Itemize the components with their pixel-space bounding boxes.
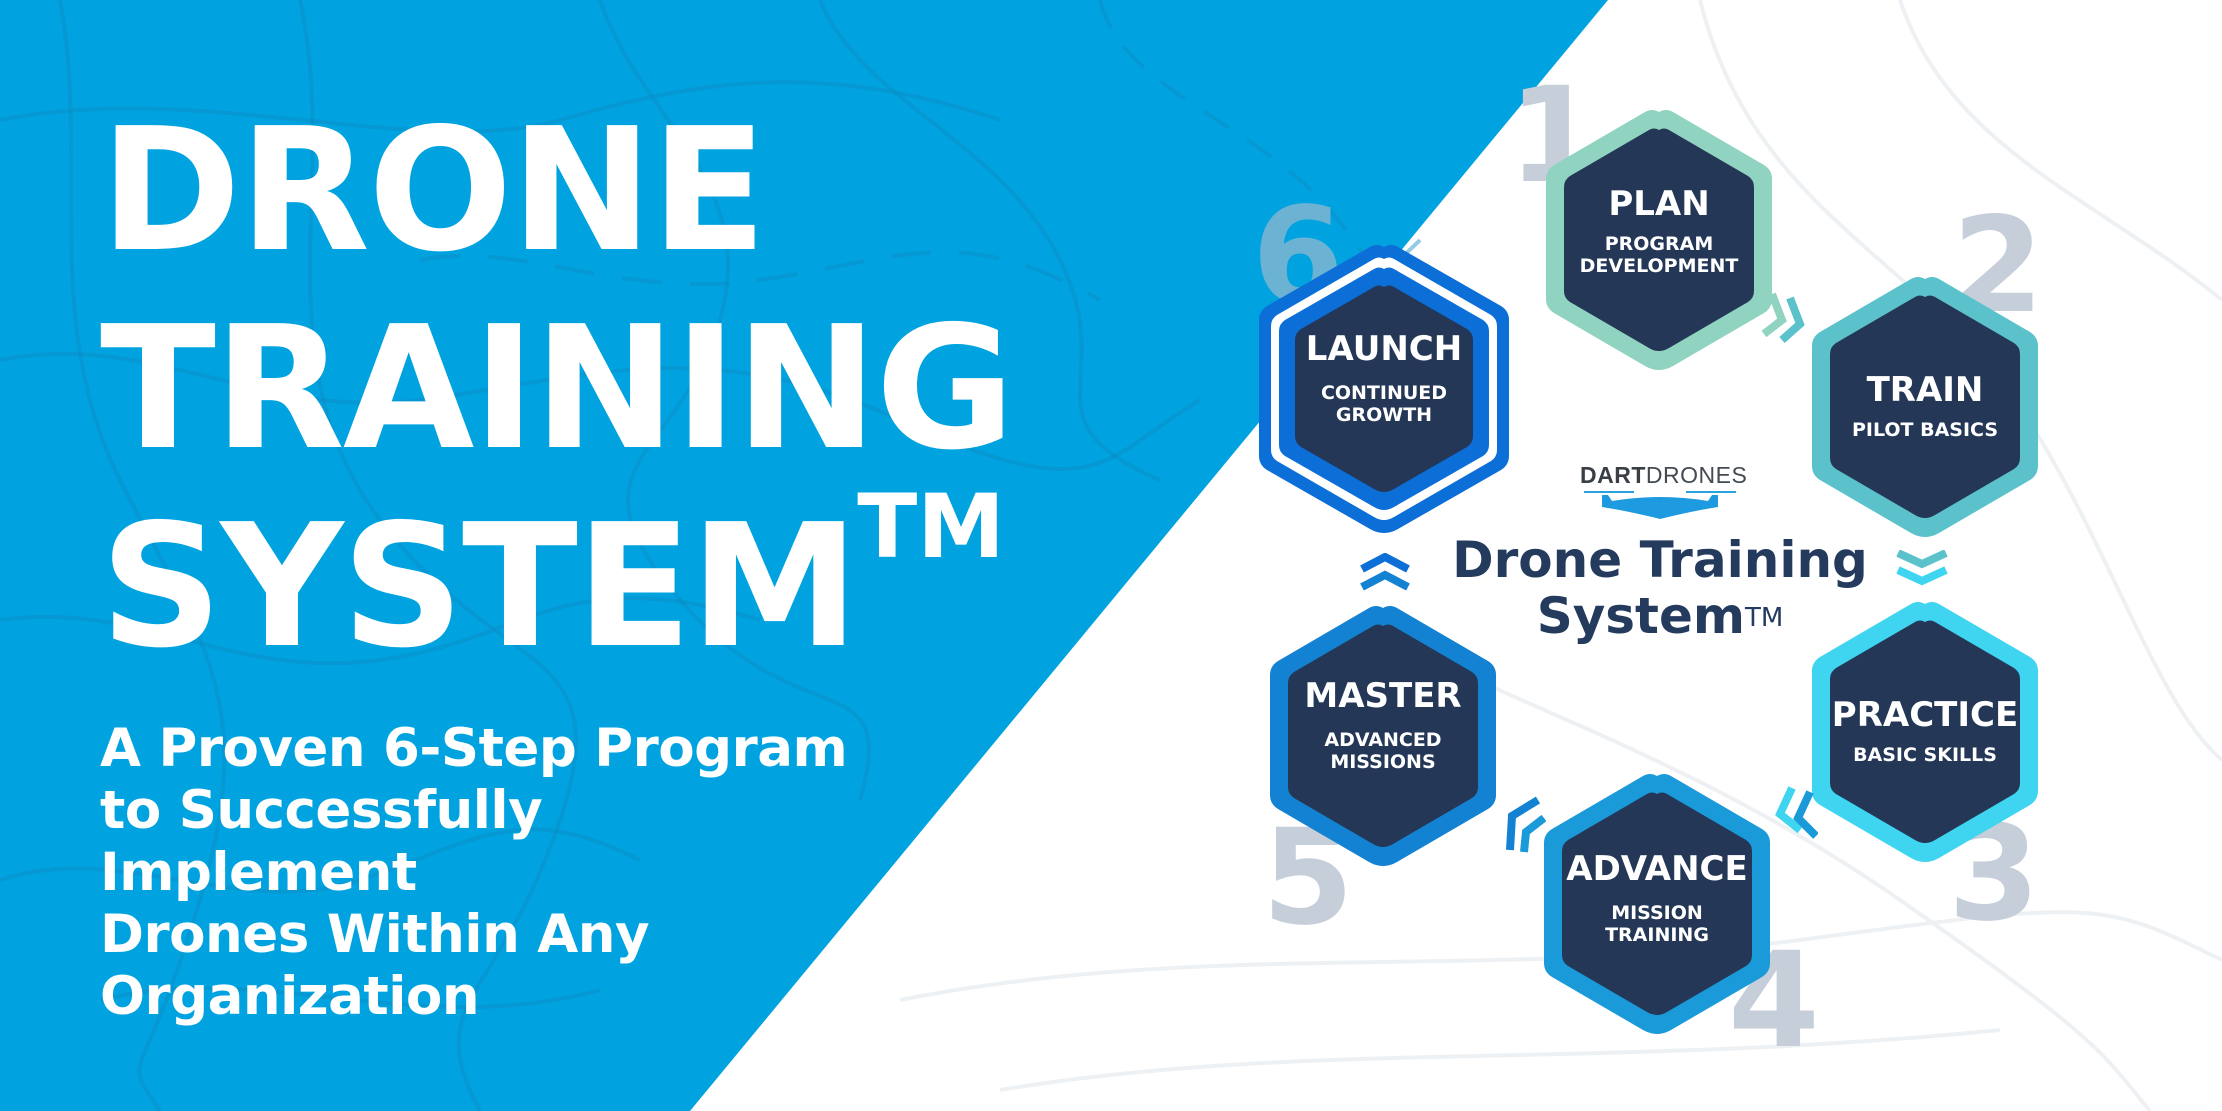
chevron-up-icon (1360, 553, 1410, 591)
headline-trademark: TM (857, 475, 1005, 578)
headline-line-3: SYSTEMTM (100, 475, 1013, 686)
step-title: ADVANCE (1566, 849, 1748, 889)
logo-wordmark: DARTDRONES (1580, 462, 1747, 489)
hexagon-shape (1270, 606, 1496, 866)
subtitle-line-3: Drones Within Any (100, 904, 650, 965)
headline-line-2: TRAINING (100, 290, 1015, 488)
logo-bold: DART (1580, 462, 1646, 488)
subtitle: A Proven 6-Step Program to Successfully … (100, 718, 860, 1028)
step-hex-plan: PLAN PROGRAM DEVELOPMENT (1542, 108, 1776, 370)
subtitle-line-4: Organization (100, 966, 480, 1027)
hexagon-shape (1259, 245, 1509, 533)
step-title: TRAIN (1866, 370, 1984, 410)
center-title-line-1: Drone Training (1452, 531, 1868, 589)
step-title: PLAN (1608, 184, 1710, 224)
logo-light: DRONES (1645, 462, 1748, 488)
step-description: ADVANCED MISSIONS (1324, 729, 1442, 773)
dartdrones-logo: DARTDRONES (1580, 462, 1747, 521)
step-title: PRACTICE (1831, 695, 2019, 735)
headline: DRONE TRAINING SYSTEMTM (100, 92, 1015, 686)
step-hex-master: MASTER ADVANCED MISSIONS (1266, 604, 1500, 866)
headline-line-1: DRONE (100, 92, 767, 290)
center-title: Drone Training SystemTM (1420, 532, 1900, 644)
subtitle-line-2: to Successfully Implement (100, 780, 543, 903)
step-description: CONTINUED GROWTH (1320, 382, 1448, 426)
chevron-right-icon (1762, 292, 1805, 343)
chevron-left-icon (1506, 796, 1546, 853)
step-hex-launch: LAUNCH CONTINUED GROWTH (1255, 243, 1513, 533)
headline-line-3-text: SYSTEM (100, 488, 859, 686)
step-hex-practice: PRACTICE BASIC SKILLS (1808, 600, 2042, 862)
hexagon-shape (1812, 277, 2038, 537)
step-description: PROGRAM DEVELOPMENT (1579, 233, 1739, 277)
step-description: BASIC SKILLS (1853, 744, 1997, 766)
step-description: PILOT BASICS (1851, 419, 1999, 441)
step-title: LAUNCH (1305, 329, 1463, 369)
step-description: MISSION TRAINING (1605, 902, 1709, 946)
step-hex-train: TRAIN PILOT BASICS (1808, 275, 2042, 537)
step-title: MASTER (1304, 676, 1462, 716)
center-trademark: TM (1744, 603, 1784, 633)
chevron-left-icon (1775, 786, 1818, 839)
center-title-line-2: System (1536, 587, 1745, 645)
hexagon-shape (1546, 110, 1772, 370)
chevron-down-icon (1896, 550, 1948, 586)
subtitle-line-1: A Proven 6-Step Program (100, 718, 848, 779)
hexagon-shape (1544, 774, 1770, 1034)
step-hex-advance: ADVANCE MISSION TRAINING (1540, 772, 1774, 1034)
center-title-line-2-wrap: SystemTM (1420, 588, 1900, 644)
drone-icon (1584, 491, 1736, 519)
hexagon-shape (1812, 602, 2038, 862)
